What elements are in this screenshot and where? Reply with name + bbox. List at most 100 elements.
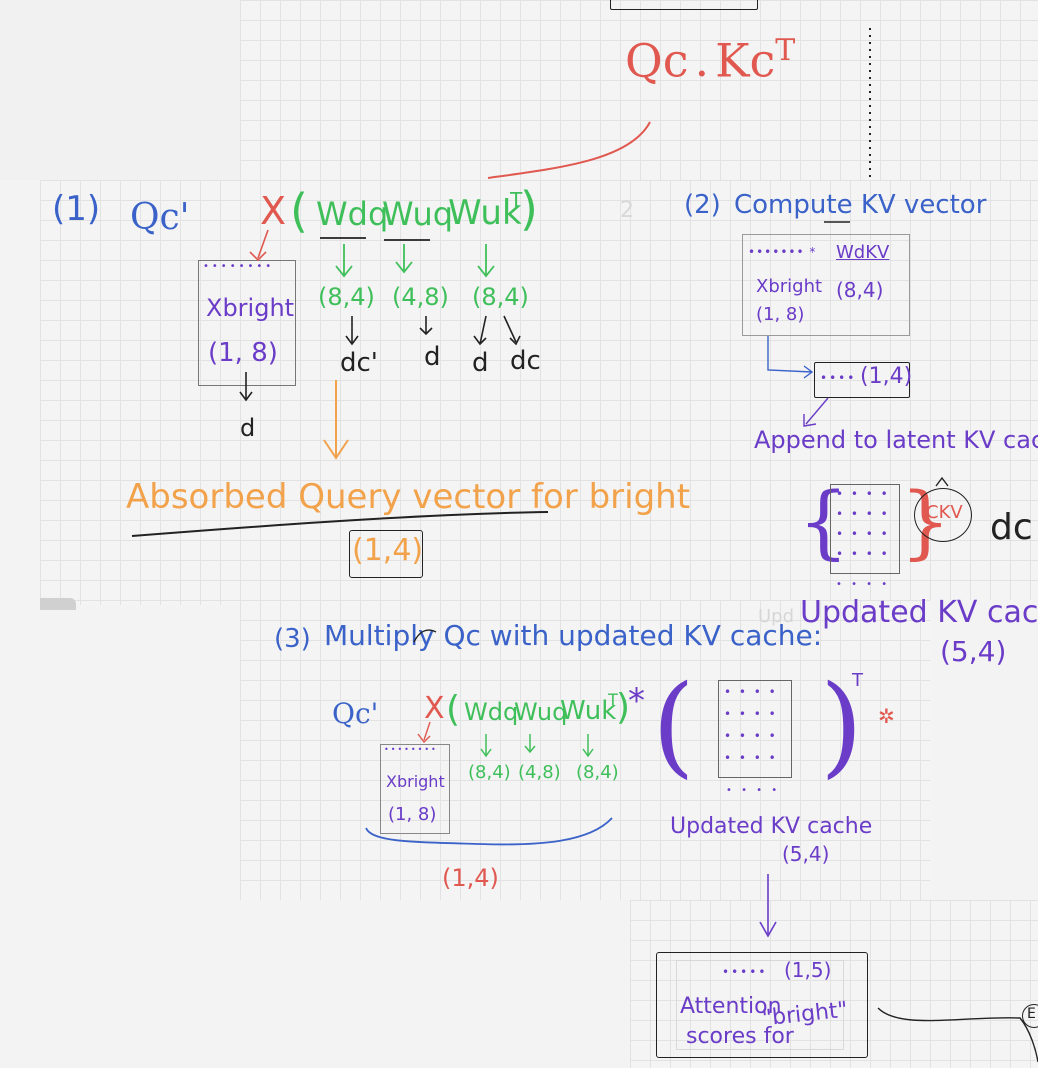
section3-close-paren: ) xyxy=(616,687,631,728)
section3-x-bright: Xbright xyxy=(386,772,445,791)
section3-x-symbol: X xyxy=(424,691,445,726)
section1-dc: dc xyxy=(510,346,541,376)
section1-x-bright: Xbright xyxy=(206,294,295,322)
top-formula-dot: . xyxy=(694,33,710,88)
top-formula-t: T xyxy=(775,33,796,68)
absorbed-underline xyxy=(131,511,549,537)
section3-attn-box xyxy=(656,952,868,1058)
s3-arrow-x xyxy=(423,721,431,741)
s3-blue-brace xyxy=(365,817,613,846)
section3-label: (3) xyxy=(274,624,311,654)
section3-red-star-icon: ✲ xyxy=(878,704,895,728)
section2-w-dkv: WdKV xyxy=(836,242,890,263)
section3-open-paren: ( xyxy=(446,689,461,730)
section2-label: (2) xyxy=(684,190,721,220)
green-arrows-s3 xyxy=(480,734,594,758)
section3-star: * xyxy=(628,681,645,721)
section1-result-dim: (1,4) xyxy=(352,533,424,568)
section3-cache-row: • • • • xyxy=(724,729,778,743)
section2-result-dim: (1,4) xyxy=(860,364,913,389)
arrow-x-to-box xyxy=(257,229,269,259)
section3-cache-bottom-dots: • • • • xyxy=(726,785,781,796)
section2-cache-bottom-dots: • • • • xyxy=(836,579,891,590)
section1-d-2: d xyxy=(472,348,489,378)
section2-result-box xyxy=(814,362,910,398)
section3-attn-line1: Attention xyxy=(680,994,782,1019)
section2-cache-box xyxy=(830,484,900,574)
section1-label: (1) xyxy=(52,189,101,229)
section1-dim-dq: (8,4) xyxy=(318,283,375,311)
section3-cache-row: • • • • xyxy=(724,685,778,699)
section1-q-symbol: Qc' xyxy=(130,197,190,238)
section1-result-box xyxy=(349,530,423,578)
section1-w-uq: Wuq xyxy=(382,195,454,233)
canvas-tab xyxy=(40,598,76,610)
s3-curve-above-q xyxy=(413,629,437,643)
section2-dc: dc xyxy=(990,507,1033,548)
top-formula-k: Kc xyxy=(715,33,776,88)
s3-edge-curve xyxy=(877,1007,1038,1063)
section3-cache-rows: • • • • • • • • • • • • • • • • xyxy=(724,686,778,774)
section3-big-paren-right: ) xyxy=(820,661,863,789)
section1-x-dim: (1, 8) xyxy=(208,338,278,368)
section1-x-box xyxy=(198,260,296,386)
section3-w-uk-t: T xyxy=(608,690,618,709)
section2-ckv-circle xyxy=(914,488,972,542)
top-formula-q: Qc xyxy=(625,33,689,88)
section3-cache-box xyxy=(718,680,792,778)
section3-cache-row: • • • • xyxy=(724,707,778,721)
red-curve xyxy=(487,121,651,179)
section3-dim-uk: (8,4) xyxy=(576,762,619,783)
section2-compute-box xyxy=(742,234,910,336)
section2-cache-row: • • • • xyxy=(836,527,890,541)
s2-arrow-box-to-result xyxy=(767,336,813,373)
canvas-panel-section2 xyxy=(630,180,1038,600)
section1-d-1: d xyxy=(424,342,441,372)
section3-dim-dq: (8,4) xyxy=(468,762,511,783)
section3-edge-circle xyxy=(1022,1004,1038,1028)
section3-dim-uq: (4,8) xyxy=(518,762,561,783)
section3-t-symbol: T xyxy=(852,670,863,691)
section3-title: Multiply Qc with updated KV cache: xyxy=(324,619,823,652)
section3-attn-dim: (1,5) xyxy=(784,958,832,982)
section2-ckv: CKV xyxy=(926,502,963,523)
section1-close-paren: ) xyxy=(520,182,538,236)
section1-w-dq: Wdq xyxy=(316,195,389,233)
section1-x-symbol: X xyxy=(260,189,287,233)
section2-brace-left: { xyxy=(798,475,849,568)
top-box xyxy=(610,0,758,10)
section3-big-paren-left: ( xyxy=(652,661,695,789)
section3-attn-inner xyxy=(676,960,844,1050)
black-arrows-s1 xyxy=(239,315,521,402)
section3-w-uq: Wuq xyxy=(514,698,568,726)
section3-updated-dim: (5,4) xyxy=(782,842,830,866)
section2-cache-row: • • • • xyxy=(836,507,890,521)
section1-w-uk-t: T xyxy=(510,188,523,212)
section3-brace-dim: (1,4) xyxy=(442,864,499,892)
section2-cache-rows: • • • • • • • • • • • • • • • • xyxy=(836,488,890,568)
section2-cache-row: • • • • xyxy=(836,487,890,501)
section2-cache-row: • • • • xyxy=(836,547,890,561)
section3-updated-title: Updated KV cache xyxy=(670,814,873,839)
section1-open-paren: ( xyxy=(290,184,308,238)
section1-w-uk: Wuk xyxy=(448,193,522,233)
section3-attn-dots: ••••• xyxy=(722,965,768,979)
section1-x-box-dots: •••••••• xyxy=(203,261,275,272)
s2-ckv-hat xyxy=(935,476,949,487)
canvas-panel-topleft xyxy=(0,0,240,180)
section2-updated-dim: (5,4) xyxy=(940,635,1007,668)
section1-dc-prime: dc' xyxy=(340,348,378,378)
section3-w-dq: Wdq xyxy=(464,698,519,726)
top-formula: Qc.KcT xyxy=(625,33,796,84)
section2-x-bright: Xbright xyxy=(756,276,823,297)
section3-x-dim: (1, 8) xyxy=(388,804,437,825)
section2-faded-mid: Upd xyxy=(758,606,795,627)
section3-x-box-dots: •••••••• xyxy=(384,745,438,754)
green-arrows-s1 xyxy=(335,244,495,278)
section2-append-text: Append to latent KV cach xyxy=(754,426,1038,454)
section2-result-dots: •••• xyxy=(820,371,857,385)
section2-dim-x: (1, 8) xyxy=(756,304,805,325)
section3-x-box xyxy=(380,744,450,834)
section2-faded-left: 2 xyxy=(620,198,634,223)
